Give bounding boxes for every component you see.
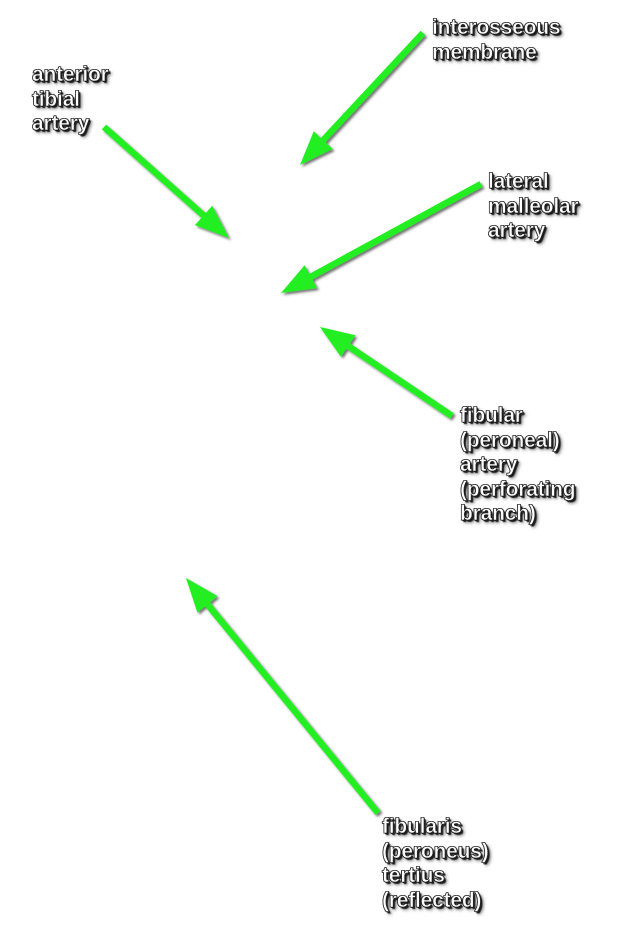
label-line: artery [488,219,546,243]
arrow-head [281,265,318,293]
label-interosseous-membrane: interosseous membrane [432,16,561,65]
label-line: interosseous [432,16,561,40]
arrow-shaft [319,30,426,144]
arrow-fibular-artery [320,327,454,419]
label-anterior-tibial-artery: anterior tibial artery [32,63,109,137]
label-line: artery [32,112,90,136]
arrow-shaft [344,342,454,419]
arrow-interosseous-membrane [300,30,426,165]
arrow-fibularis-tertius [186,578,381,816]
label-line: malleolar [488,194,579,218]
label-line: (perforating [460,477,576,501]
label-fibular-artery: fibular (peroneal) artery (perforating b… [460,404,576,527]
arrow-lateral-malleolar-artery [281,181,483,293]
label-line: tertius [382,864,446,888]
label-line: branch) [460,502,536,526]
label-line: fibular [460,404,524,428]
label-line: fibularis [382,815,463,839]
arrow-shaft [307,181,483,281]
label-line: tibial [32,87,81,111]
label-line: artery [460,453,518,477]
arrow-head [186,578,218,613]
label-lateral-malleolar-artery: lateral malleolar artery [488,170,579,244]
arrow-head [194,205,229,238]
arrow-shaft [203,600,381,816]
label-line: (reflected) [382,888,482,912]
arrow-head [300,131,333,165]
label-line: anterior [32,63,109,87]
arrow-shaft [101,124,208,220]
label-fibularis-tertius: fibularis (peroneus) tertius (reflected) [382,815,489,913]
label-line: (peroneus) [382,839,489,863]
label-line: membrane [432,40,537,64]
label-line: (peroneal) [460,428,560,452]
label-line: lateral [488,170,549,194]
arrow-head [320,327,356,357]
arrow-anterior-tibial-artery [101,124,229,238]
